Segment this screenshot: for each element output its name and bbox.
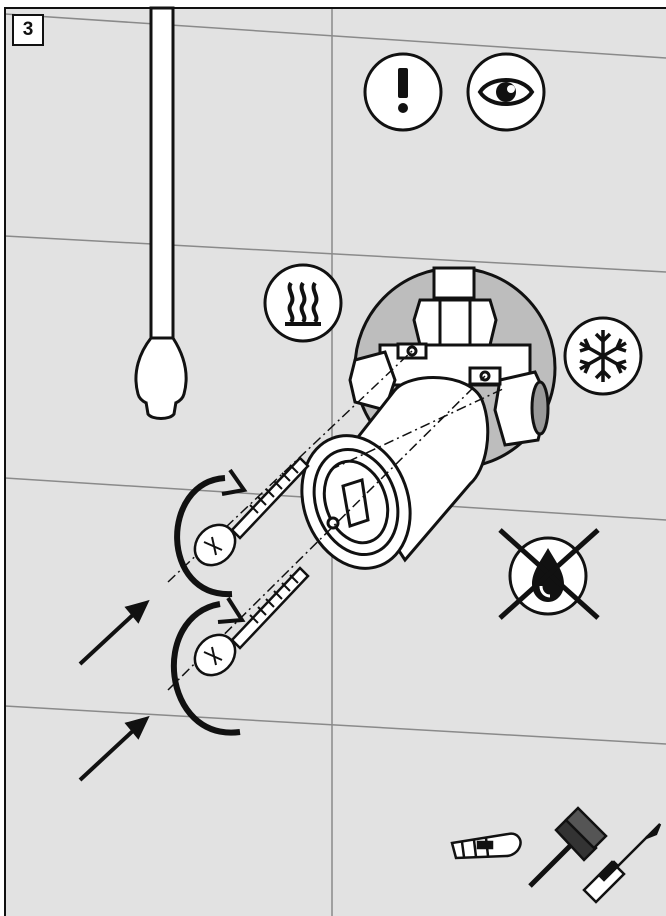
cotton-swab: [134, 6, 188, 420]
screw-upper: [193, 456, 310, 567]
no-water-drop-icon: [498, 528, 600, 620]
exclamation-icon: [363, 52, 443, 132]
screwdriver-icon: [582, 823, 662, 904]
wall-plug-icon: [450, 832, 522, 860]
insert-arrow-icon: [78, 715, 150, 782]
heat-waves-icon: [263, 263, 343, 343]
snowflake-icon: [563, 316, 643, 396]
valve-cartridge: [300, 376, 490, 570]
insert-arrow-icon: [78, 599, 150, 666]
panel-frame: [4, 7, 666, 916]
rotate-arrow-icon: [174, 468, 248, 598]
screw-lower: [193, 566, 310, 677]
eye-icon: [466, 52, 546, 132]
rotate-arrow-icon: [170, 596, 246, 736]
step-number-badge: 3: [12, 14, 44, 46]
hammer-icon: [528, 806, 608, 888]
